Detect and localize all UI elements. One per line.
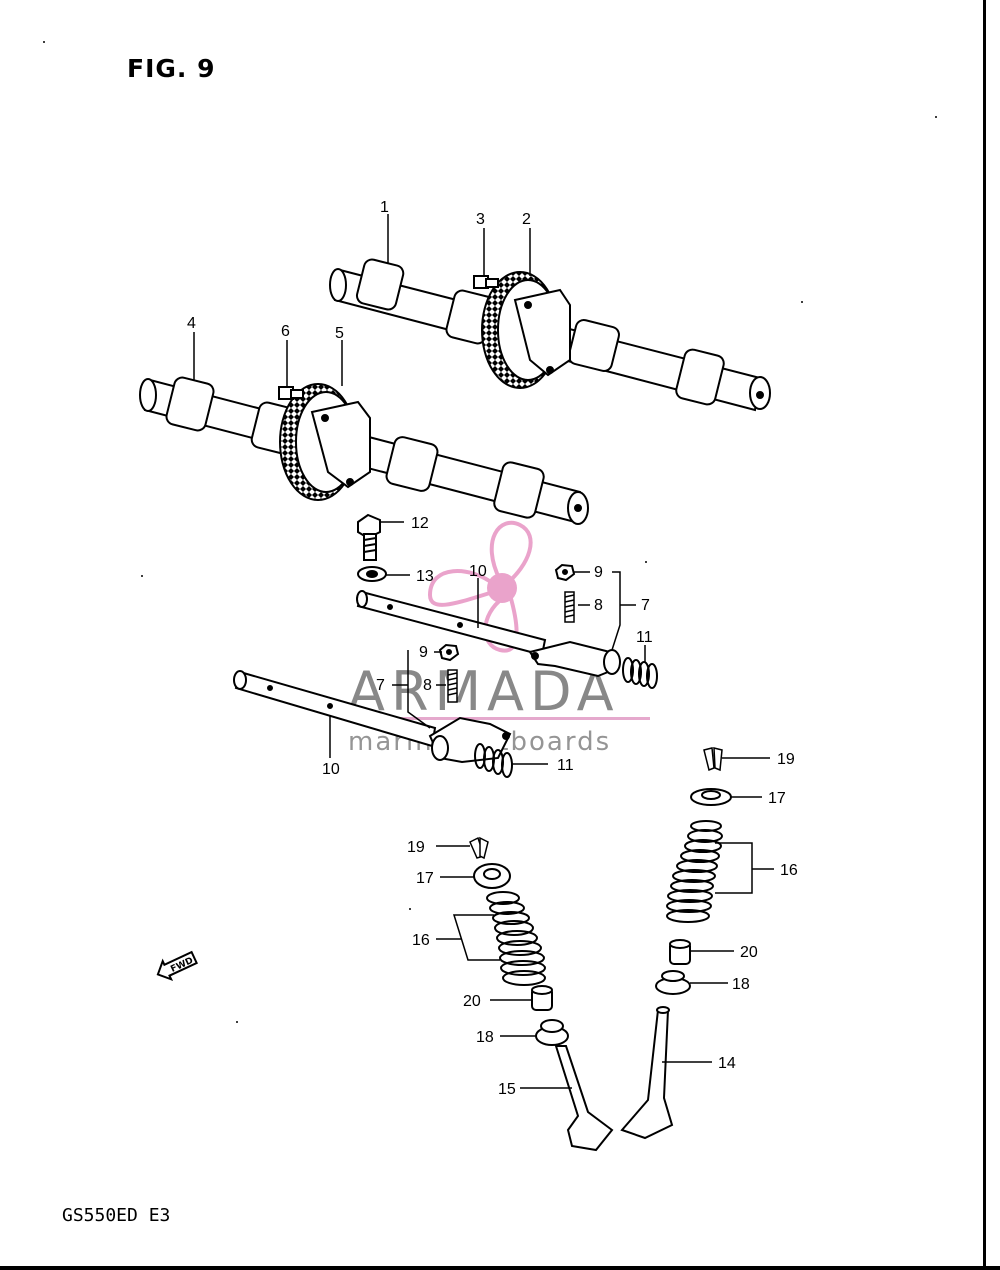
spring-11-right xyxy=(622,657,658,689)
callout-10-upper: 10 xyxy=(469,563,487,580)
callout-7-right: 7 xyxy=(641,597,650,614)
cotter-19-right xyxy=(703,747,723,772)
right-border xyxy=(983,0,986,1270)
callout-15: 15 xyxy=(498,1081,516,1098)
bolt-12 xyxy=(357,513,381,561)
valve-14 xyxy=(620,1006,674,1140)
spring-11-left xyxy=(474,743,513,778)
callout-11-right: 11 xyxy=(636,629,653,646)
propeller-logo xyxy=(427,521,533,653)
fwd-arrow-icon: FWD xyxy=(156,950,198,982)
bottom-border xyxy=(0,1266,1000,1270)
retainer-17-left xyxy=(473,863,511,889)
seat-18-left xyxy=(535,1019,569,1046)
callout-16-left: 16 xyxy=(412,932,430,949)
leader-lines xyxy=(193,214,774,1089)
callout-5: 5 xyxy=(335,325,344,342)
callout-6: 6 xyxy=(281,323,290,340)
model-code: GS550ED E3 xyxy=(62,1205,171,1226)
adjuster-8-right xyxy=(564,591,575,623)
callout-16-right: 16 xyxy=(780,862,798,879)
callout-2: 2 xyxy=(522,211,531,228)
washer-13 xyxy=(357,566,387,582)
callout-9-right: 9 xyxy=(594,564,603,581)
nut-9-right xyxy=(554,563,576,582)
adjuster-8-left xyxy=(447,669,458,703)
callout-8-left: 8 xyxy=(423,677,432,694)
sprocket-bolt-lower xyxy=(278,386,304,400)
callout-8-right: 8 xyxy=(594,597,603,614)
callout-10-lower: 10 xyxy=(322,761,340,778)
callout-3: 3 xyxy=(476,211,485,228)
callout-12: 12 xyxy=(411,515,429,532)
nut-9-left xyxy=(438,643,460,662)
watermark-brand: ARMADA xyxy=(348,660,620,723)
watermark-bar xyxy=(350,717,650,720)
valve-spring-16-left xyxy=(486,891,546,986)
seal-20-left xyxy=(531,985,553,1011)
callout-18-left: 18 xyxy=(476,1029,494,1046)
valve-15 xyxy=(554,1045,614,1152)
callout-17-right: 17 xyxy=(768,790,786,807)
callout-11-left: 11 xyxy=(557,757,574,774)
callout-18-right: 18 xyxy=(732,976,750,993)
figure-title: FIG. 9 xyxy=(127,54,216,83)
retainer-17-right xyxy=(690,788,732,806)
rocker-arm-right xyxy=(528,640,621,678)
cam-sprocket-upper xyxy=(481,271,571,389)
cotter-19-left xyxy=(469,836,489,860)
valve-spring-16-right xyxy=(666,820,723,923)
scan-specks xyxy=(43,41,937,1023)
callout-4: 4 xyxy=(187,315,196,332)
rocker-arm-left xyxy=(428,716,512,764)
callout-19-right: 19 xyxy=(777,751,795,768)
sprocket-bolt-upper xyxy=(473,275,499,289)
seat-18-right xyxy=(655,970,691,995)
callout-20-left: 20 xyxy=(463,993,481,1010)
callout-7-left: 7 xyxy=(376,677,385,694)
callout-20-right: 20 xyxy=(740,944,758,961)
seal-20-right xyxy=(669,939,691,965)
callout-labels: 1 2 3 4 5 6 7 7 8 8 9 9 10 10 11 11 12 1… xyxy=(187,199,798,1098)
callout-14: 14 xyxy=(718,1055,736,1072)
callout-9-left: 9 xyxy=(419,644,428,661)
callout-13: 13 xyxy=(416,568,434,585)
callout-17-left: 17 xyxy=(416,870,434,887)
callout-19-left: 19 xyxy=(407,839,425,856)
cam-sprocket-lower xyxy=(279,383,371,501)
callout-1: 1 xyxy=(380,199,389,216)
